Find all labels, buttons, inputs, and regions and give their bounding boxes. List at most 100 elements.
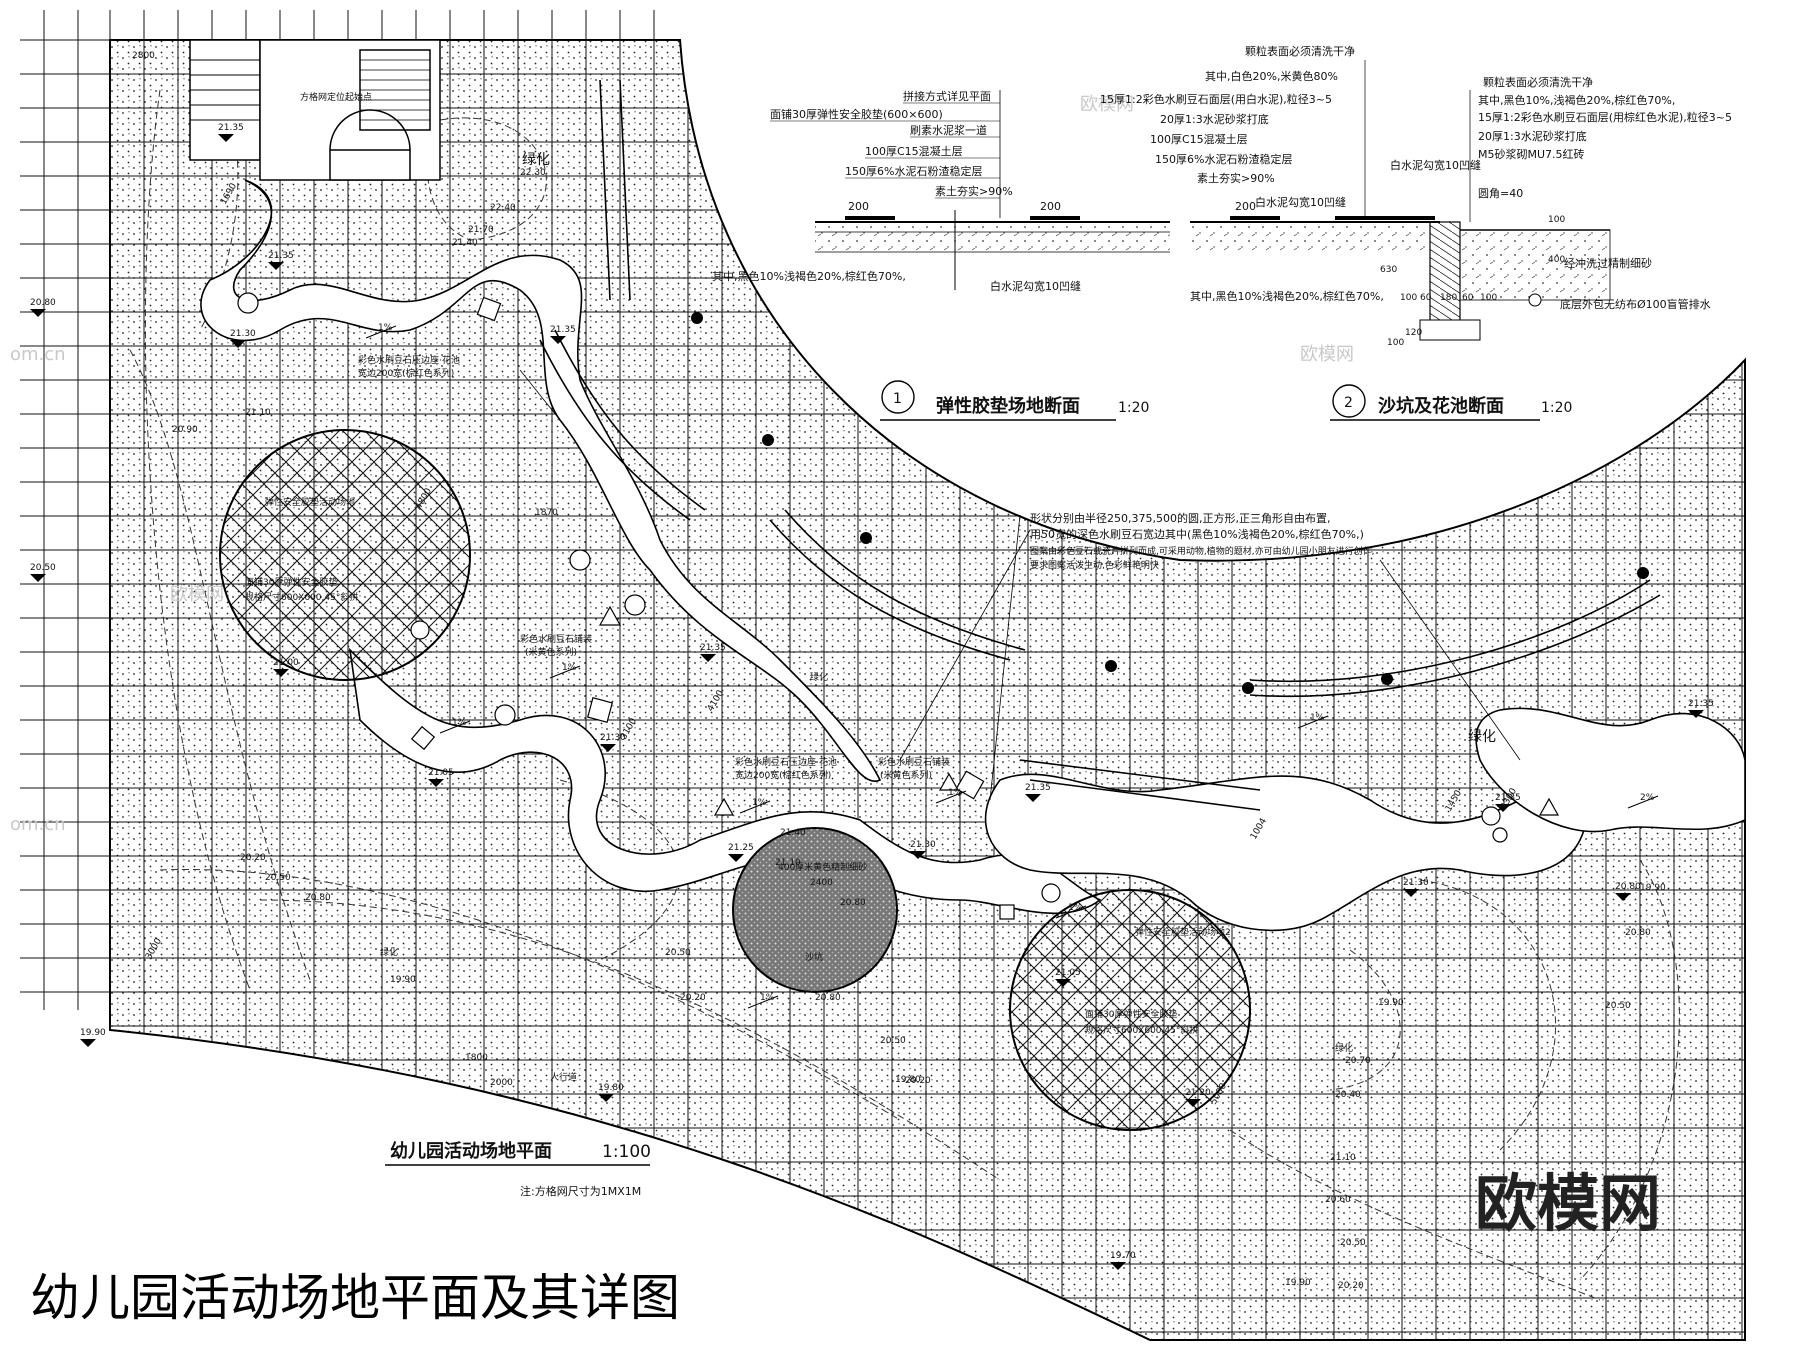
greenery-label-5: 绿化 [1335,1042,1353,1054]
elevation-marker: 20.80 [30,298,56,317]
slope-marker: 1% [549,663,581,679]
s1-dim-2: 200 [1040,200,1061,213]
plan-title-block: 幼儿园活动场地平面 1:100 注:方格网尺寸为1MX1M [385,1140,651,1198]
slope-value: 2% [1640,793,1655,803]
elevation-value: 19.70 [1110,1251,1136,1261]
slope-marker: 1% [739,798,771,814]
rubber-play-area-1 [219,429,471,681]
contour-value: 20.50 [265,873,291,883]
slope-value: 1% [948,788,963,798]
section2-left-layer: 素土夯实>90% [1197,171,1275,185]
s1-title: 弹性胶垫场地断面 [936,395,1080,417]
section2-left-layer: 15厚1:2彩色水刷豆石面层(用白水泥),粒径3~5 [1100,92,1332,106]
s2-scale: 1:20 [1541,400,1572,416]
slope-value: 1% [760,993,775,1003]
elevation-marker: 20.50 [30,563,56,582]
section-2-detail: 200 100 60 180 60 100 630 120 100 400 10… [1100,44,1732,421]
shape-note-4: 要求图案活泼生动,色彩鲜艳明快 [1030,559,1159,571]
elevation-value: 20.80 [1615,882,1641,892]
s2-dim-2: 100 [1400,293,1417,303]
pebble-edge-sub-2: 宽边200宽(棕红色系列) [735,769,831,781]
s2-note-2: 白水泥勾宽10凹缝 [1390,158,1481,172]
curved-planter-walls [539,79,1661,811]
elevation-marker: 21.35 [1688,699,1714,718]
sandpit-label: 沙坑 [805,951,823,963]
contour-value: 20.20 [1338,1281,1364,1291]
s2-note-5: 底层外包无纺布Ø100盲管排水 [1560,297,1711,311]
contour-value: 20.90 [172,425,198,435]
s2-dim-9: 100 [1387,338,1404,348]
elevation-marker: 20.80 [1615,882,1641,901]
contour-value: 20.50 [1605,1001,1631,1011]
slope-value: 1% [562,663,577,673]
s2-dim-10: 400 [1548,255,1565,265]
leader-lines [519,369,1521,801]
plan-title: 幼儿园活动场地平面 [390,1140,552,1162]
elevation-value: 21.30 [1403,878,1429,888]
contour-value: 20.20 [905,1076,931,1086]
section2-left-layer: 150厚6%水泥石粉渣稳定层 [1155,152,1292,166]
pebble-edge-sub-1: 宽边200宽(棕红色系列) [358,367,454,379]
s2-dim-7: 630 [1380,265,1397,275]
slope-marker: 1% [365,323,397,339]
slope-value: 1% [1068,903,1083,913]
rubber-spec-b-1: 规格尺寸600X600,45°斜拼 [245,591,358,603]
elevation-marker: 21.35 [1495,793,1521,812]
contour-value: 22.30 [520,168,546,178]
greenery-label-3: 绿化 [810,671,828,683]
s2-number: 2 [1344,395,1353,411]
s2-dim-8: 120 [1405,328,1422,338]
contour-values: 22.3022.4021.7021.4021.1020.9021.4021.10… [172,168,1666,1291]
pebble-paths [200,179,1746,932]
elevation-marker: 21.30 [910,840,936,859]
contour-value: 20.50 [665,948,691,958]
s2-note-3: 圆角=40 [1478,187,1523,200]
elevation-value: 21.35 [268,251,294,261]
elevation-value: 21.35 [1688,699,1714,709]
elevation-value: 21.25 [728,843,754,853]
watermark: 欧模网 [1475,1167,1661,1240]
sandpit-area [732,827,898,993]
s2-title: 沙坑及花池断面 [1378,395,1504,417]
section2-right-layer: M5砂浆砌MU7.5红砖 [1478,147,1585,161]
dimension-value: 1870 [535,508,558,518]
contour-value: 20.20 [680,993,706,1003]
s2-dim-5: 60 [1462,293,1474,303]
section2-left-layer: 20厚1:3水泥砂浆打底 [1160,112,1269,126]
pebble-paving-sub-1: (米黄色系列) [525,646,577,658]
section1-layer: 素土夯实>90% [935,184,1013,198]
s1-scale: 1:20 [1118,400,1149,416]
elevation-marker: 19.80 [598,1083,624,1102]
elevation-value: 21.00 [273,658,299,668]
dimension-value: 2000 [490,1078,513,1088]
slope-marker: 1% [935,788,967,804]
dimension-value: 2400 [810,878,833,888]
contour-value: 20.80 [305,893,331,903]
section2-left-layer: 100厚C15混凝土层 [1150,132,1248,146]
rubber-area-2-label: 弹性安全胶垫活动场地2 [1135,926,1231,938]
elevation-marker: 21.35 [218,123,244,142]
contour-value: 21.10 [775,858,801,868]
section2-right-layer: 其中,黑色10%,浅褐色20%,棕红色70%, [1478,93,1675,107]
contour-value: 20.20 [240,853,266,863]
contour-value: 20.60 [1325,1195,1351,1205]
section1-layer: 面铺30厚弹性安全胶垫(600×600) [770,107,943,121]
pebble-paving-label-1: 彩色水刷豆石铺装 [520,633,592,645]
slope-marker: 1% [1297,713,1329,729]
section1-layer: 刷素水泥浆一道 [910,123,987,137]
elevation-marker: 19.70 [1110,1251,1136,1270]
elevation-marker: 21.35 [550,325,576,344]
contour-value: 19.90 [1285,1278,1311,1288]
elevation-marker: 21.30 [600,733,626,752]
elevation-value: 21.35 [1025,783,1051,793]
section2-left-layer: 颗粒表面必须清洗干净 [1245,44,1355,58]
contour-value: 22.40 [490,203,516,213]
sand-spec-label: 400厚米黄色精制细砂 [778,861,867,873]
faint-site-1: om.cn [10,344,66,365]
elevation-marker: 21.05 [428,768,454,787]
contour-value: 19.90 [390,975,416,985]
section-1-detail: 200 200 拼接方式详见平面面铺30厚弹性安全胶垫(600×600)刷素水泥… [712,89,1170,421]
contour-value: 21.10 [245,408,271,418]
